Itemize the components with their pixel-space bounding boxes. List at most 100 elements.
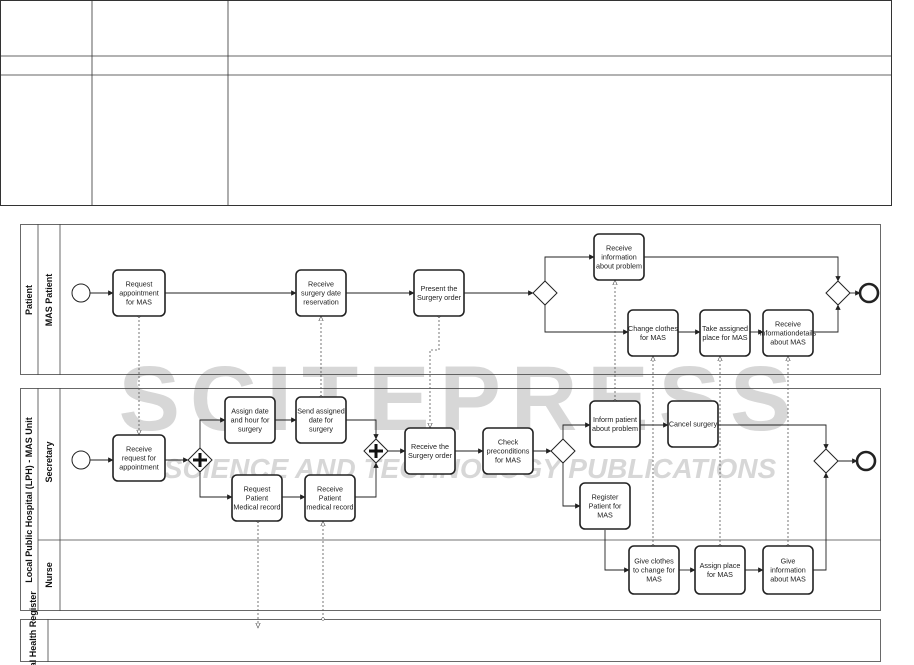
header-table <box>0 0 892 206</box>
seq-flow <box>355 462 379 498</box>
message-flow <box>430 316 439 428</box>
seq-flow <box>813 472 829 571</box>
task-box <box>699 309 751 357</box>
task-box <box>304 474 356 522</box>
table-border <box>0 0 892 206</box>
task-box <box>404 427 456 475</box>
seq-flow <box>346 419 379 440</box>
task-box <box>482 427 534 475</box>
start-event <box>71 283 91 303</box>
lane-label-nurse: Nurse <box>44 562 54 588</box>
seq-flow <box>544 254 595 281</box>
pool-label-central: Central Health Register <box>28 591 38 665</box>
pool-label-patient: Patient <box>24 285 34 315</box>
seq-flow <box>718 424 829 450</box>
seq-flow <box>544 305 629 335</box>
lane-label-secretary: Secretary <box>44 441 54 482</box>
task-box <box>295 396 347 444</box>
seq-flow <box>199 472 233 500</box>
pool-central-register: Central Health Register <box>20 591 881 665</box>
task-box <box>231 474 283 522</box>
task-box <box>589 400 641 448</box>
task-box <box>628 545 680 595</box>
seq-flow <box>562 463 581 509</box>
task-box <box>593 233 645 281</box>
exclusive-gateway <box>813 448 839 474</box>
task-box <box>667 400 719 448</box>
pool-central-border <box>20 619 881 662</box>
end-event <box>855 450 877 472</box>
task-box <box>413 269 465 317</box>
pool-hospital: Local Public Hospital (LPH) - MAS Unit S… <box>20 388 881 611</box>
task-s-cancel: Cancel surgery <box>667 400 719 448</box>
seq-flow <box>199 417 226 448</box>
exclusive-gateway <box>550 438 576 464</box>
task-box <box>295 269 347 317</box>
message-flows <box>139 280 788 628</box>
task-box <box>627 309 679 357</box>
parallel-gateway-plus-icon <box>369 444 383 458</box>
pool-patient: Patient MAS Patient <box>20 224 881 375</box>
task-box <box>579 482 631 530</box>
task-box <box>694 545 746 595</box>
exclusive-gateway <box>825 280 851 306</box>
start-event <box>71 450 91 470</box>
pool-label-hospital: Local Public Hospital (LPH) - MAS Unit <box>24 417 34 583</box>
lane-label-mas-patient: MAS Patient <box>44 274 54 327</box>
events <box>71 282 880 472</box>
seq-flow <box>562 422 591 439</box>
end-event <box>858 282 880 304</box>
seq-flow <box>813 304 841 333</box>
exclusive-gateway <box>532 280 558 306</box>
seq-flow <box>644 256 841 282</box>
task-label: Cancel surgery <box>669 420 718 429</box>
gateways <box>187 280 851 474</box>
parallel-gateway-plus-icon <box>193 453 207 467</box>
task-box <box>762 545 814 595</box>
seq-flow <box>604 530 630 573</box>
task-box <box>224 396 276 444</box>
pool-patient-border <box>20 224 881 375</box>
task-box <box>762 309 814 357</box>
pool-hospital-border <box>20 388 881 611</box>
